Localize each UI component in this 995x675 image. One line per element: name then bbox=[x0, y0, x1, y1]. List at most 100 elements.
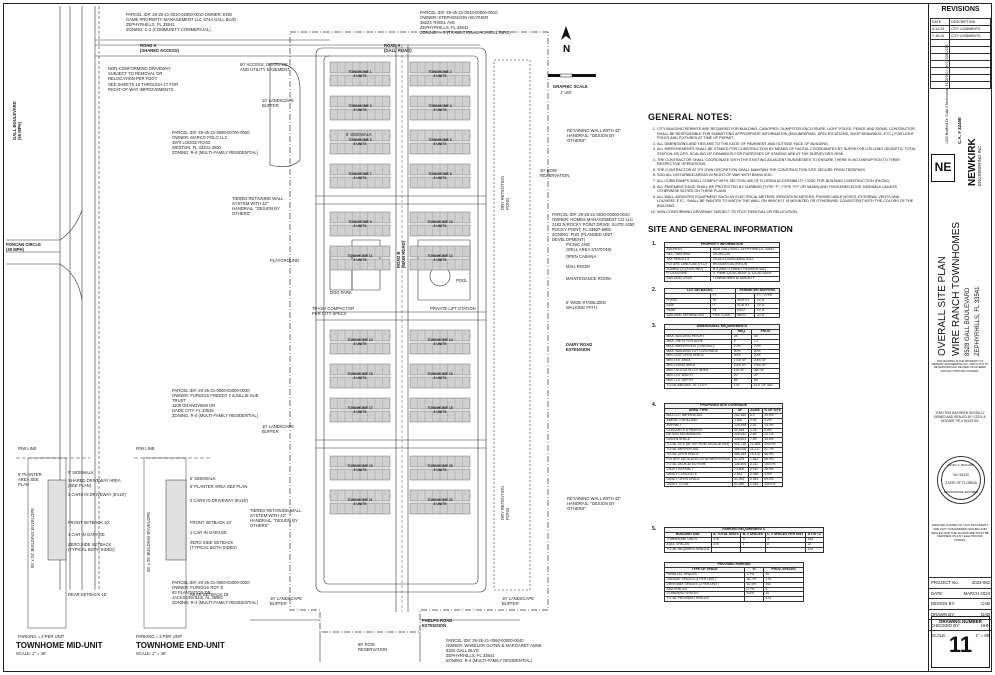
mid-note-7: REAR SETBACK 15' bbox=[68, 592, 107, 597]
info-label: PROJECT No. bbox=[931, 580, 959, 586]
seal-caption: PROFESSIONAL ENGINEER bbox=[943, 491, 979, 494]
mid-note-3: 2 CARS IN DRIVEWAY (8'x18') bbox=[68, 492, 127, 497]
table-cell: C. # SPACES PER UNIT bbox=[764, 531, 807, 538]
townhome-label: TOWNHOME 11 8 UNITS bbox=[347, 254, 373, 262]
townhome-label: TOWNHOME 19 8 UNITS bbox=[347, 464, 373, 472]
retaining-wall-note-4: RETAINING WALL WITH 42" HANDRAIL. "DESIG… bbox=[567, 496, 621, 511]
section-number-1: 1. bbox=[652, 241, 657, 247]
north-arrow-icon: N bbox=[561, 26, 571, 55]
driveway-note: NON-CONFORMING DRIVEWAY SUBJECT TO REMOV… bbox=[108, 66, 171, 81]
table-cell: TOTAL PROVIDED SPACES bbox=[663, 596, 746, 603]
table-cell bbox=[949, 60, 991, 68]
landscape-buffer-label-2: 10' LANDSCAPE BUFFER bbox=[262, 424, 294, 434]
general-note-item: ALL PAVEMENT EDGE SHALL BE PROTECTED BY … bbox=[657, 185, 918, 194]
mid-planter: 5' PLANTER AREA SEE PLAN bbox=[18, 472, 42, 487]
general-note-item: ALL IMPROVEMENTS SHALL BE STAKED FOR CON… bbox=[657, 147, 918, 156]
walking-path-label: 5' WIDE STABILIZED WALKING PATH bbox=[566, 300, 607, 310]
table-cell bbox=[949, 74, 991, 82]
maintenance-room-label: MAINTENANCE ROOM bbox=[566, 276, 611, 281]
table-cell bbox=[949, 67, 991, 75]
access-easement-label: 60' ACCESS, DRAINAGE AND UTILITY EASEMEN… bbox=[240, 62, 290, 72]
landscape-buffer-label-3: 10' LANDSCAPE BUFFER bbox=[270, 596, 302, 606]
seal-state: STATE OF FLORIDA bbox=[945, 481, 977, 485]
private-lift-label: PRIVATE LIFT STATION bbox=[430, 306, 476, 311]
townhome-label: TOWNHOME 12 8 UNITS bbox=[427, 254, 453, 262]
table-cell bbox=[949, 39, 991, 47]
end-note-2: 5' PLANTER AREA SEE PLAN bbox=[190, 484, 248, 489]
trash-compactor-label: TRASH COMPACTOR PER CITY SPECS bbox=[312, 306, 355, 316]
mid-unit-title: TOWNHOME MID-UNIT bbox=[16, 641, 103, 650]
table-cell: FIRE CODE bbox=[710, 312, 736, 319]
mid-note-5: ZERO SIDE SETBACK (TYPICAL BOTH SIDES) bbox=[68, 542, 115, 552]
table-cell: TOWNHOMES w/ AMENITY bbox=[710, 276, 780, 283]
company-sub: ENGINEERING INC. bbox=[977, 144, 982, 186]
parcel-3-info: PARCEL ID#: 29-25-21-0000-00700-0000 OWN… bbox=[172, 130, 259, 155]
end-envelope: 55' x 26' BUILDING ENVELOPE bbox=[146, 511, 151, 572]
mid-note-8: PARKING = 3 PER UNIT bbox=[18, 634, 65, 639]
table-cell: TOTAL REQUIRED SPACES bbox=[664, 546, 712, 553]
info-value: MARCH 2024 bbox=[963, 590, 990, 596]
mid-note-6: FRONT SETBACK 10' bbox=[68, 520, 110, 525]
site-plan-area: N GALL BOULEVARD (55 MPH) PONCAN CIRCLE … bbox=[6, 6, 634, 663]
sidewalk-label: 5' SIDEWALK bbox=[346, 132, 372, 137]
project-info-row: PROJECT No.2023-082 bbox=[929, 577, 992, 588]
townhome-label: TOWNHOME 7 8 UNITS bbox=[348, 172, 372, 180]
general-notes: GENERAL NOTES: CITY BUILDING PERMITS ARE… bbox=[648, 112, 918, 215]
info-label: DESIGN BY: bbox=[931, 601, 956, 607]
townhome-details bbox=[16, 457, 210, 629]
sealed-statement: THIS ITEM HAS BEEN DIGITALLY SIGNED AND … bbox=[933, 411, 987, 423]
table-cell: OUT OF 483 bbox=[751, 382, 780, 389]
townhome-label: TOWNHOME 9 8 UNITS bbox=[348, 220, 372, 228]
parcel-1-info: PARCEL ID#: 29-25-21-0010-02000-0010 OWN… bbox=[126, 12, 237, 32]
townhome-label: TOWNHOME 10 8 UNITS bbox=[427, 220, 453, 228]
townhome-label: TOWNHOME 2 8 UNITS bbox=[428, 70, 452, 78]
end-row-line: R/W LINE bbox=[136, 446, 155, 451]
end-note-7: REAR SETBACK 15' bbox=[190, 592, 229, 597]
townhome-label: TOWNHOME 14 8 UNITS bbox=[427, 338, 453, 346]
dog-park-label: DOG PARK bbox=[330, 290, 352, 295]
general-notes-title: GENERAL NOTES: bbox=[648, 112, 733, 122]
retaining-wall-note-1: RETAINING WALL WITH 42" HANDRAIL. "DESIG… bbox=[567, 128, 621, 143]
info-label: DRAWN BY: bbox=[931, 612, 955, 618]
table-cell bbox=[764, 546, 807, 553]
row-reservation-label: 80' ROW RESERVATION bbox=[358, 642, 388, 652]
graphic-scale-bar bbox=[548, 73, 596, 78]
parcel-6-info: PARCEL ID#: 29-25-21-0060-00000-0020 OWN… bbox=[172, 580, 259, 605]
pool-label: POOL bbox=[456, 278, 468, 283]
retaining-wall-note-3: TIERED RETAINING WALL SYSTEM WITH 42" HA… bbox=[250, 508, 302, 528]
road-a2-label: ROAD A (GALL ROAD) bbox=[384, 43, 412, 53]
row-40-label: 40' ROW RESERVATION bbox=[540, 168, 570, 178]
table-cell: 10' A bbox=[754, 312, 780, 319]
section-number-4: 4. bbox=[652, 402, 657, 408]
open-cabana-label: OPEN CABANA bbox=[566, 254, 597, 259]
landscape-buffer-label: 10' LANDSCAPE BUFFER bbox=[262, 98, 294, 108]
table-cell: BUILDING SEPARATION bbox=[663, 312, 712, 319]
table-cell: TOTAL AMOUNT OF LOTS bbox=[663, 382, 733, 389]
parcel-7-info: PARCEL ID#: 29-25-21-0060-00000-0040 OWN… bbox=[446, 638, 542, 663]
end-unit-scale: SCALE: 1" = 30' bbox=[136, 651, 167, 656]
project-info-row: DATE:MARCH 2024 bbox=[929, 587, 992, 599]
printed-copies-note: PRINTED COPIES OF THIS DOCUMENT ARE NOT … bbox=[931, 523, 989, 543]
table-row bbox=[929, 60, 991, 68]
mid-row-line: R/W LINE bbox=[18, 446, 37, 451]
engineer-seal: CODY A. BOGART No. 94133 STATE OF FLORID… bbox=[937, 456, 985, 504]
info-value: DAB bbox=[981, 612, 990, 618]
company-address: 1320 Bedford Dr. Suite 2 Melbourne, FL 3… bbox=[945, 44, 949, 144]
drawing-number: 11 bbox=[948, 632, 973, 657]
site-plan-drawing: N bbox=[6, 6, 596, 662]
company-license: C.A. # 32468 bbox=[957, 117, 962, 144]
drawing-number-label: DRAWING NUMBER bbox=[939, 619, 982, 624]
townhome-label: TOWNHOME 8 8 UNITS bbox=[428, 172, 452, 180]
table-cell: 100.0% bbox=[761, 481, 784, 488]
table-cell bbox=[949, 81, 991, 89]
parcel-5-info: PARCEL ID#: 29-25-21-0000-00000-0030 OWN… bbox=[172, 388, 259, 418]
table-cell: 5-14-24 bbox=[929, 25, 951, 33]
end-note-4: 1 CAR IN GARAGE bbox=[190, 530, 227, 535]
mid-envelope: 55' x 24' BUILDING ENVELOPE bbox=[30, 507, 35, 568]
